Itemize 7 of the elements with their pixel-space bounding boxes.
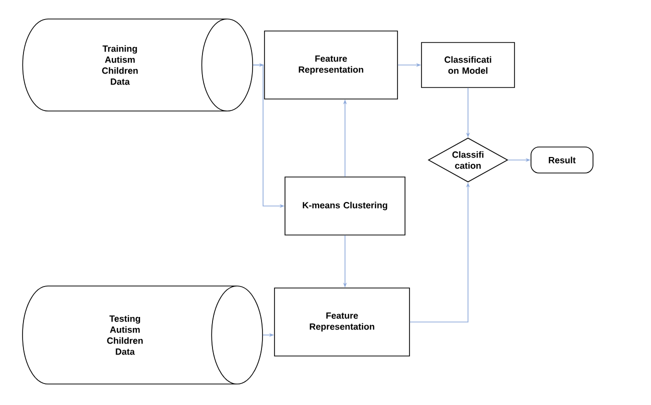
process-box: K-means Clustering bbox=[284, 176, 406, 236]
process-box: Classificati on Model bbox=[421, 42, 515, 88]
terminal-box: Result bbox=[530, 146, 594, 174]
data-cylinder: Testing Autism Children Data bbox=[22, 286, 263, 384]
process-box: Feature Representation bbox=[264, 30, 398, 100]
data-cylinder: Training Autism Children Data bbox=[22, 18, 254, 112]
process-box: Feature Representation bbox=[274, 288, 410, 356]
